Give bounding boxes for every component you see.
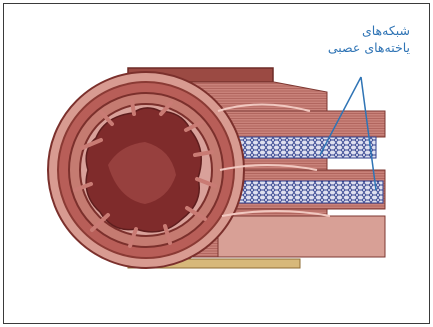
label-line-1: شبکه‌های [290, 22, 410, 39]
label-line-2: یاخته‌های عصبی [290, 39, 410, 56]
neural-network-label: شبکه‌های یاخته‌های عصبی [290, 22, 410, 56]
